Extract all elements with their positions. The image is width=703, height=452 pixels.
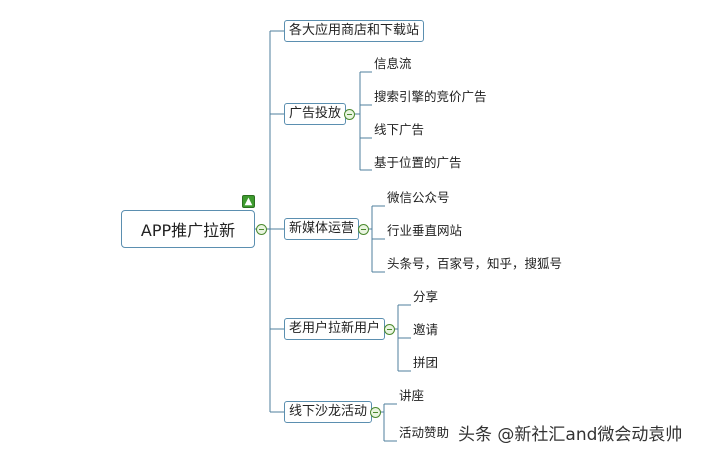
leaf-group-buy[interactable]: 拼团 [413,355,439,370]
leaf-share[interactable]: 分享 [413,289,439,304]
branch-label: 老用户拉新用户 [289,321,381,336]
branch-label: 线下沙龙活动 [289,404,368,419]
leaf-content-platforms[interactable]: 头条号，百家号，知乎，搜狐号 [387,256,563,271]
root-node[interactable]: APP推广拉新 [121,210,255,248]
branch-label: 新媒体运营 [289,221,355,236]
branch-label: 各大应用商店和下载站 [289,23,420,38]
branch-referral[interactable]: 老用户拉新用户 [284,318,386,340]
leaf-offline-ads[interactable]: 线下广告 [374,122,425,137]
branch-ad-placement[interactable]: 广告投放 [284,103,347,125]
leaf-location-ads[interactable]: 基于位置的广告 [374,155,462,170]
branch-app-stores[interactable]: 各大应用商店和下载站 [284,20,425,42]
collapse-root-icon[interactable] [256,224,267,235]
watermark: 头条 @新社汇and微会动袁帅 [458,425,683,445]
leaf-search-ads[interactable]: 搜索引擎的竞价广告 [374,89,487,104]
branch-offline-salon[interactable]: 线下沙龙活动 [284,401,373,423]
collapse-ad-placement-icon[interactable] [344,109,355,120]
collapse-new-media-icon[interactable] [358,224,369,235]
collapse-referral-icon[interactable] [384,324,395,335]
leaf-lecture[interactable]: 讲座 [399,388,425,403]
branch-label: 广告投放 [289,106,342,121]
leaf-wechat[interactable]: 微信公众号 [387,190,450,205]
collapse-offline-salon-icon[interactable] [370,407,381,418]
up-arrow-icon[interactable]: ▲ [242,195,255,208]
leaf-sponsorship[interactable]: 活动赞助 [399,425,450,440]
leaf-vertical-sites[interactable]: 行业垂直网站 [387,223,463,238]
root-node-label: APP推广拉新 [140,221,236,240]
leaf-invite[interactable]: 邀请 [413,322,439,337]
leaf-feed-ads[interactable]: 信息流 [374,56,412,71]
branch-new-media[interactable]: 新媒体运营 [284,218,360,240]
